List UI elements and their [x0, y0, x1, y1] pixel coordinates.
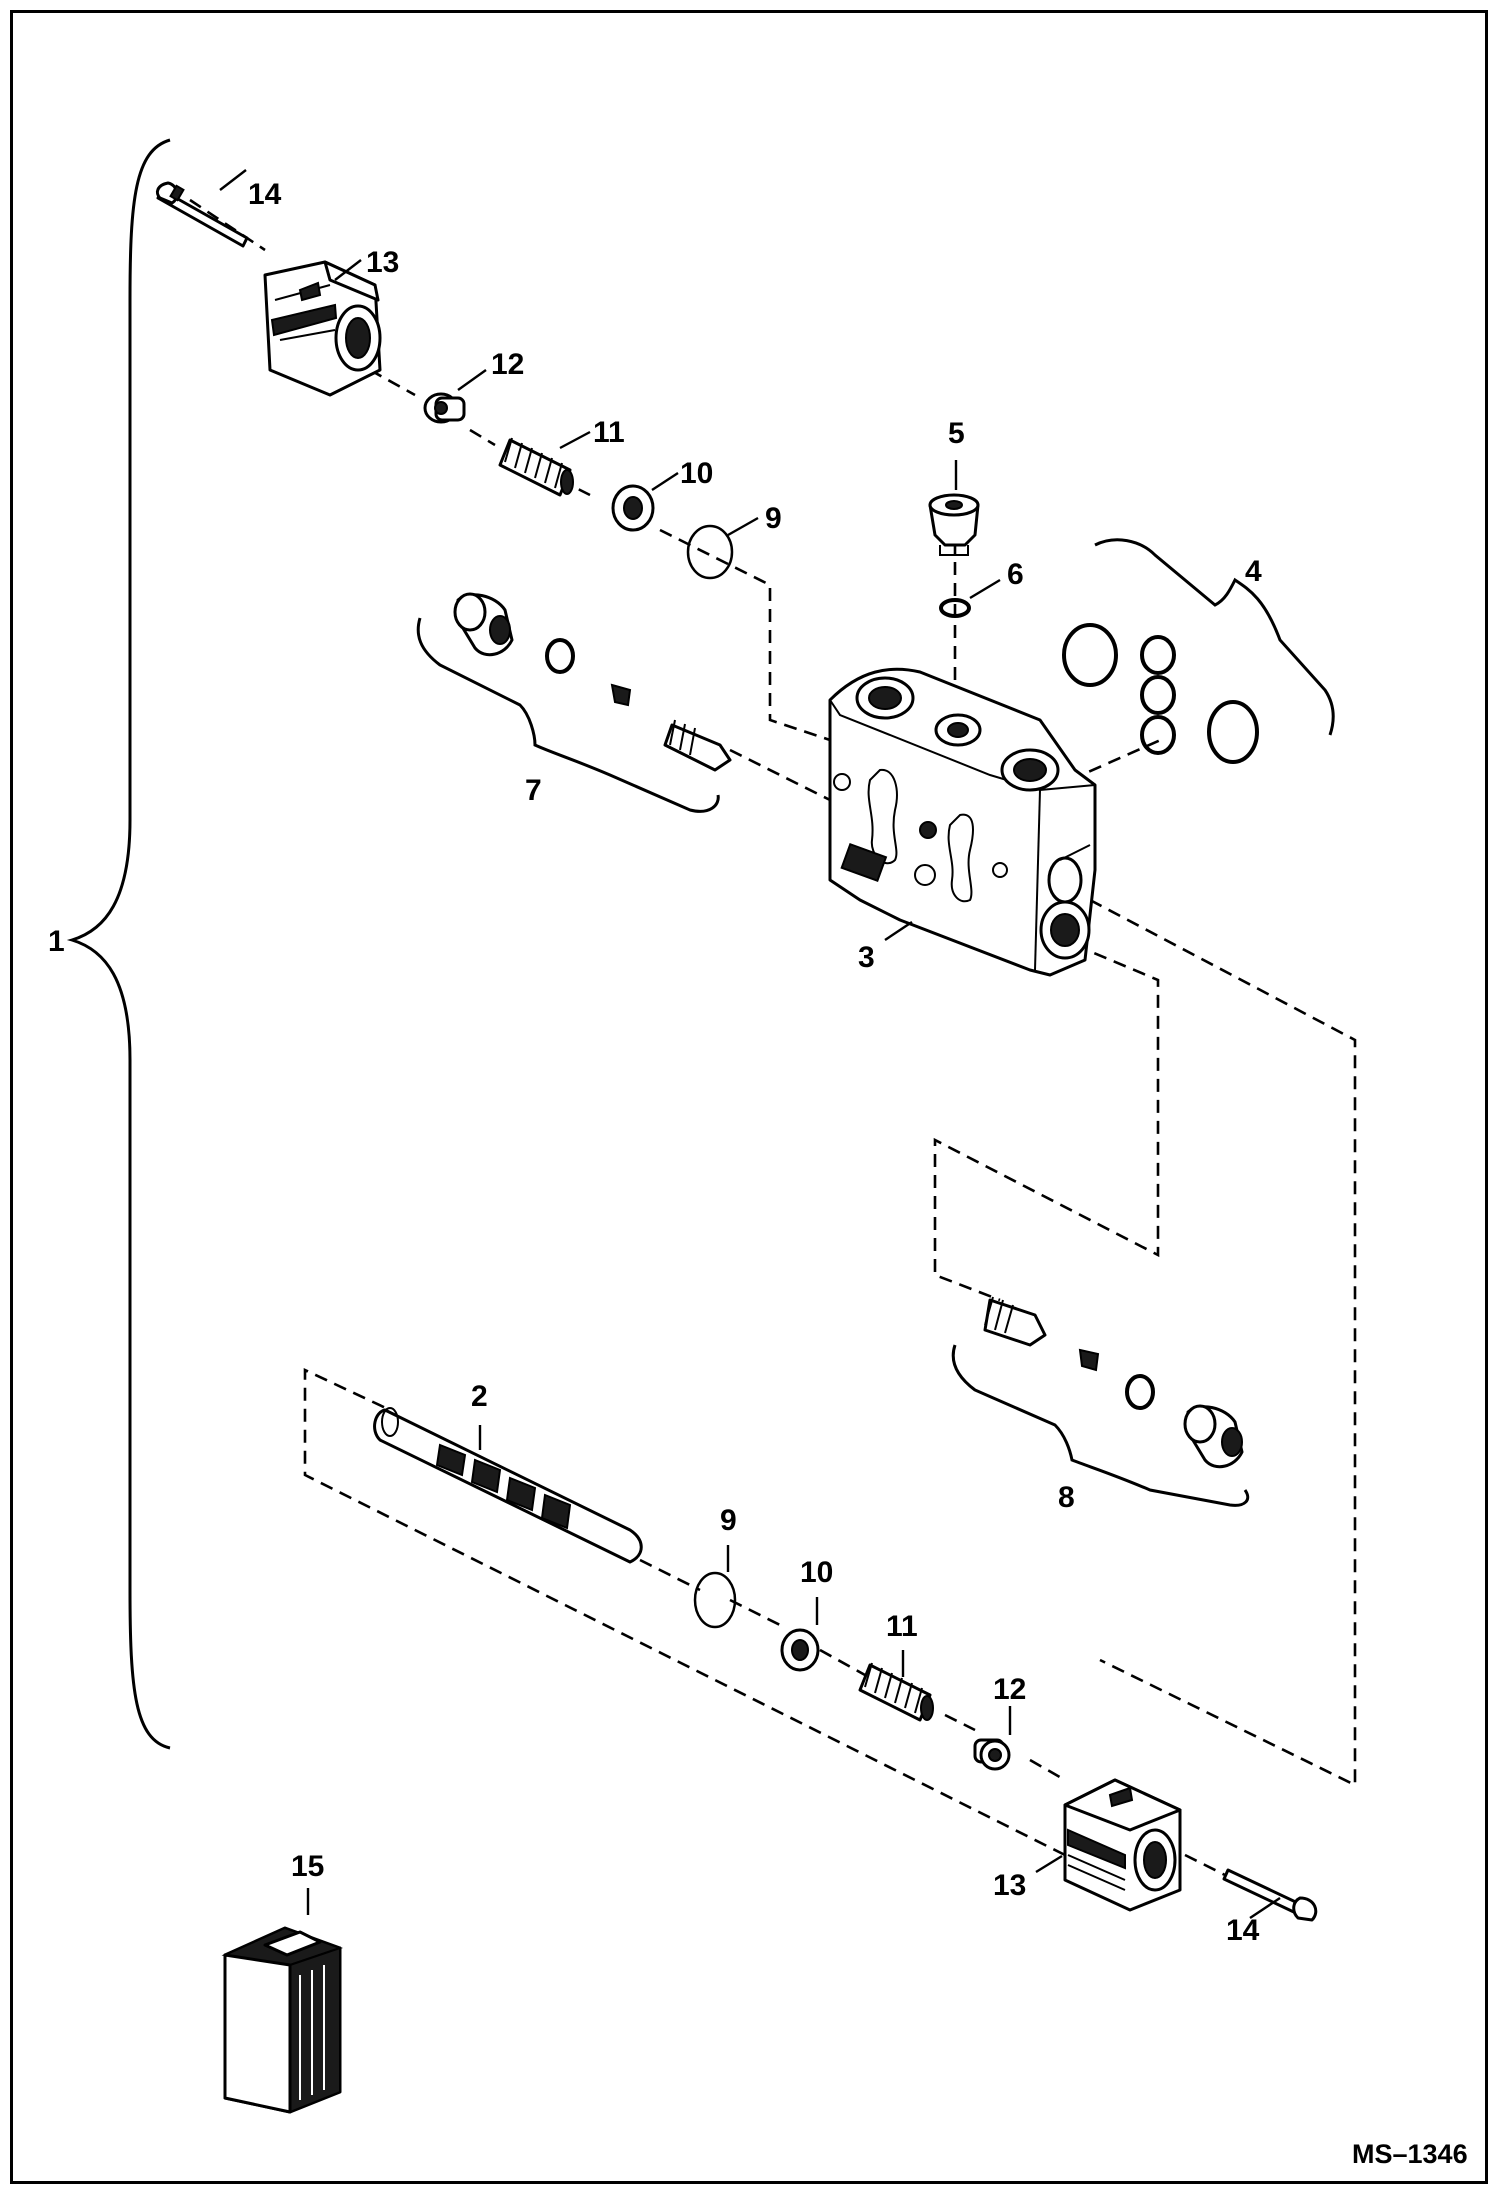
dashed-loop-relief8: [933, 943, 1160, 1302]
spring-11-lower: [858, 1662, 934, 1722]
dashed-axis-relief7: [729, 748, 831, 802]
leader-12-upper: [457, 369, 487, 391]
valve-body-3: [828, 667, 1097, 977]
label-3: 3: [858, 941, 875, 974]
dashed-axis-seals: [1069, 736, 1166, 782]
drawing-frame: [10, 10, 1488, 2184]
leader-14-upper: [219, 169, 247, 191]
retainer-12-upper: [423, 392, 466, 424]
leader-10-upper: [651, 471, 679, 492]
dashed-loop-spool: [303, 1367, 1066, 1857]
cap-13-upper: [263, 260, 382, 397]
label-12-upper: 12: [491, 348, 524, 381]
bolt-14-upper: [155, 181, 249, 248]
label-1: 1: [48, 925, 65, 958]
dashed-axis-upper-2: [369, 368, 831, 742]
kit-box-15: [221, 1926, 344, 2114]
label-7: 7: [525, 774, 542, 807]
leader-6: [969, 578, 1001, 600]
seal-kit-4: [1062, 623, 1259, 764]
label-14-lower: 14: [1226, 1914, 1260, 1947]
washer-10-lower: [780, 1628, 820, 1672]
spool-2: [373, 1407, 643, 1564]
label-11-lower: 11: [886, 1610, 918, 1643]
washer-10-upper: [611, 484, 655, 532]
label-15: 15: [291, 1850, 324, 1883]
seal-kit-bracket: [1094, 538, 1335, 736]
label-14-upper: 14: [248, 178, 282, 211]
label-10-lower: 10: [800, 1556, 833, 1589]
relief-valve-7: [453, 592, 732, 772]
label-2: 2: [471, 1380, 488, 1413]
label-9-lower: 9: [720, 1504, 737, 1537]
o-ring-9-lower: [693, 1571, 737, 1629]
label-8: 8: [1058, 1481, 1075, 1514]
o-ring-9-upper: [686, 524, 734, 580]
label-13-lower: 13: [993, 1869, 1026, 1902]
leader-9-upper: [727, 516, 759, 537]
cap-13-lower: [1063, 1778, 1182, 1912]
label-13-upper: 13: [366, 246, 399, 279]
dashed-axis-upper: [189, 198, 266, 252]
label-4: 4: [1245, 555, 1262, 588]
leader-14-lower: [1249, 1897, 1281, 1919]
label-6: 6: [1007, 558, 1024, 591]
dashed-axis-lower: [639, 1558, 1226, 1877]
label-5: 5: [948, 417, 965, 450]
label-9-upper: 9: [765, 502, 782, 535]
relief-valve-7-bracket: [416, 617, 720, 813]
figure-code: MS–1346: [1352, 2139, 1468, 2169]
dashed-loop-outer: [1089, 898, 1357, 1788]
relief-valve-8-bracket: [951, 1344, 1250, 1507]
assembly-brace: [66, 138, 171, 1750]
relief-valve-8: [983, 1296, 1244, 1469]
spring-11-upper: [498, 437, 574, 497]
label-11-upper: 11: [593, 416, 625, 449]
retainer-12-lower: [973, 1738, 1011, 1771]
plug-5: [928, 493, 980, 556]
o-ring-6: [939, 598, 971, 618]
leader-13-lower: [1035, 1854, 1063, 1874]
label-12-lower: 12: [993, 1673, 1026, 1706]
leader-11-upper: [559, 430, 591, 450]
label-10-upper: 10: [680, 457, 713, 490]
leader-3: [884, 921, 913, 941]
bolt-14-lower: [1222, 1868, 1318, 1922]
leader-13-upper: [334, 259, 362, 281]
